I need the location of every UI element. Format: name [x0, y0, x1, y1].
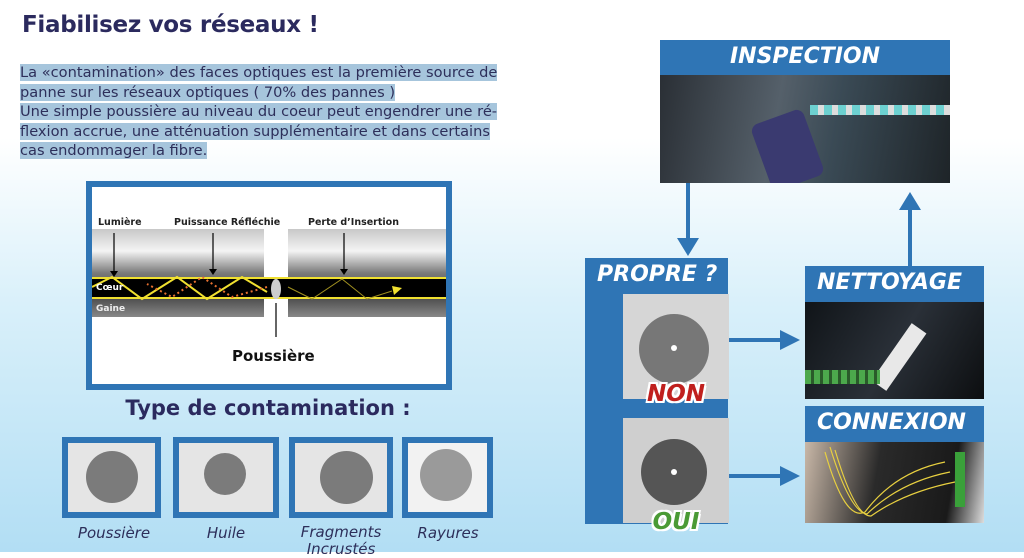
para-line: cas endommager la fibre.: [20, 142, 208, 159]
verdict-yes: OUI: [652, 509, 700, 535]
cleaning-photo: [805, 302, 984, 399]
label-reflected-power: Puissance Réfléchie: [174, 217, 281, 228]
cleaning-header: NETTOYAGE: [805, 266, 984, 302]
para-line: Une simple poussière au niveau du coeur …: [20, 103, 498, 120]
fiber-diagram: Lumière Puissance Réfléchie Perte d’Inse…: [86, 181, 452, 390]
inspection-photo: [660, 75, 950, 183]
arrow-down-line: [686, 183, 690, 243]
thumb-dust: [62, 437, 161, 518]
arrow-right-line: [729, 474, 783, 478]
contamination-title: Type de contamination :: [125, 396, 411, 420]
arrow-right-icon: [780, 330, 800, 350]
para-line: La «contamination» des faces optiques es…: [20, 64, 498, 81]
page-title: Fiabilisez vos réseaux !: [22, 12, 319, 38]
light-path: [92, 233, 402, 337]
caption-oil: Huile: [206, 524, 246, 542]
caption-fragments: Fragments Incrustés: [300, 523, 382, 558]
label-light: Lumière: [98, 217, 142, 228]
label-cladding: Gaine: [96, 304, 126, 314]
fiber-core: [92, 277, 446, 299]
label-insertion-loss: Perte d’Insertion: [308, 217, 399, 228]
thumb-fragments: [289, 437, 393, 518]
verdict-no: NON: [646, 381, 706, 407]
para-line: flexion accrue, une atténuation suppléme…: [20, 122, 490, 140]
caption-scratches: Rayures: [417, 524, 479, 542]
arrow-up-line: [908, 208, 912, 266]
para-line: panne sur les réseaux optiques ( 70% des…: [20, 83, 396, 101]
arrow-right-icon: [780, 466, 800, 486]
caption-dust: Poussière: [77, 524, 151, 542]
thumb-scratches: [402, 437, 493, 518]
label-dust: Poussière: [232, 347, 315, 365]
connection-photo: [805, 442, 984, 523]
arrow-up-icon: [899, 192, 921, 210]
arrow-right-line: [729, 338, 783, 342]
thumb-oil: [173, 437, 279, 518]
intro-paragraph: La «contamination» des faces optiques es…: [20, 63, 540, 161]
inspection-header: INSPECTION: [660, 40, 950, 75]
label-core: Cœur: [96, 283, 124, 293]
connection-header: CONNEXION: [805, 406, 984, 442]
fiber-right: [288, 229, 446, 317]
fiber-left: [92, 229, 264, 317]
clean-fiber-image: [623, 418, 729, 523]
clean-check-header: PROPRE ?: [585, 258, 728, 294]
arrow-down-icon: [677, 238, 699, 256]
dirty-fiber-image: [623, 294, 729, 399]
